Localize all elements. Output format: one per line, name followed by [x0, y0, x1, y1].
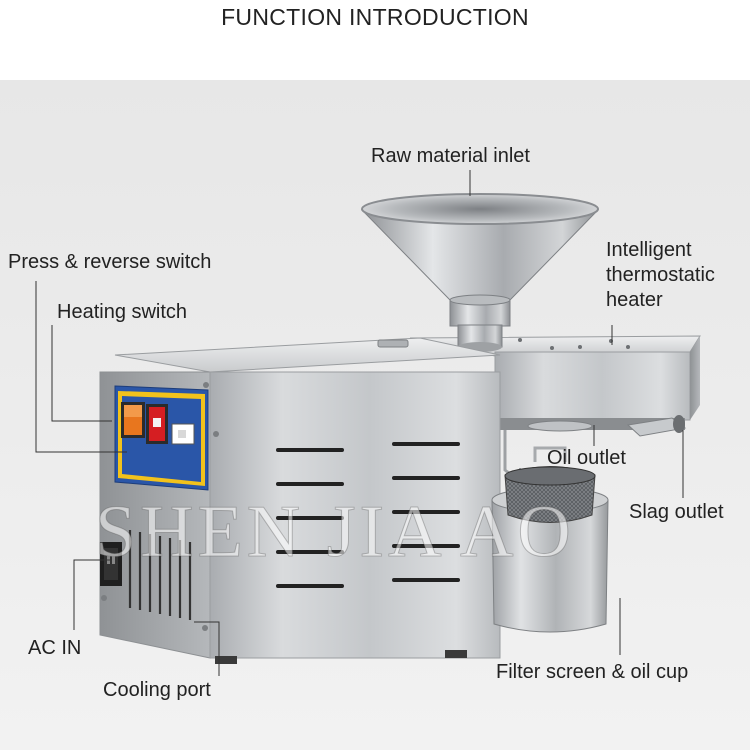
front-vents: [276, 442, 460, 588]
callout-lines: [35, 170, 684, 676]
indicator-light: [171, 423, 195, 445]
label-raw-material-inlet: Raw material inlet: [371, 145, 530, 167]
label-thermostatic-heater: Intelligent thermostatic heater: [606, 239, 715, 311]
heating-switch[interactable]: [146, 404, 168, 444]
label-press-reverse-switch: Press & reverse switch: [8, 251, 212, 273]
watermark: SHEN JIA AO: [95, 491, 575, 574]
label-ac-in: AC IN: [28, 637, 82, 659]
oil-cup: [491, 430, 609, 633]
page-title: FUNCTION INTRODUCTION: [221, 4, 529, 30]
label-oil-outlet: Oil outlet: [547, 447, 626, 469]
header: FUNCTION INTRODUCTION: [0, 0, 750, 80]
hopper: [360, 193, 600, 352]
press-reverse-switch[interactable]: [121, 402, 145, 438]
label-filter-screen-oil-cup: Filter screen & oil cup: [496, 661, 689, 683]
label-cooling-port: Cooling port: [103, 679, 211, 701]
label-slag-outlet: Slag outlet: [629, 501, 724, 523]
cooling-slots: [128, 530, 192, 620]
label-heating-switch: Heating switch: [57, 301, 188, 323]
